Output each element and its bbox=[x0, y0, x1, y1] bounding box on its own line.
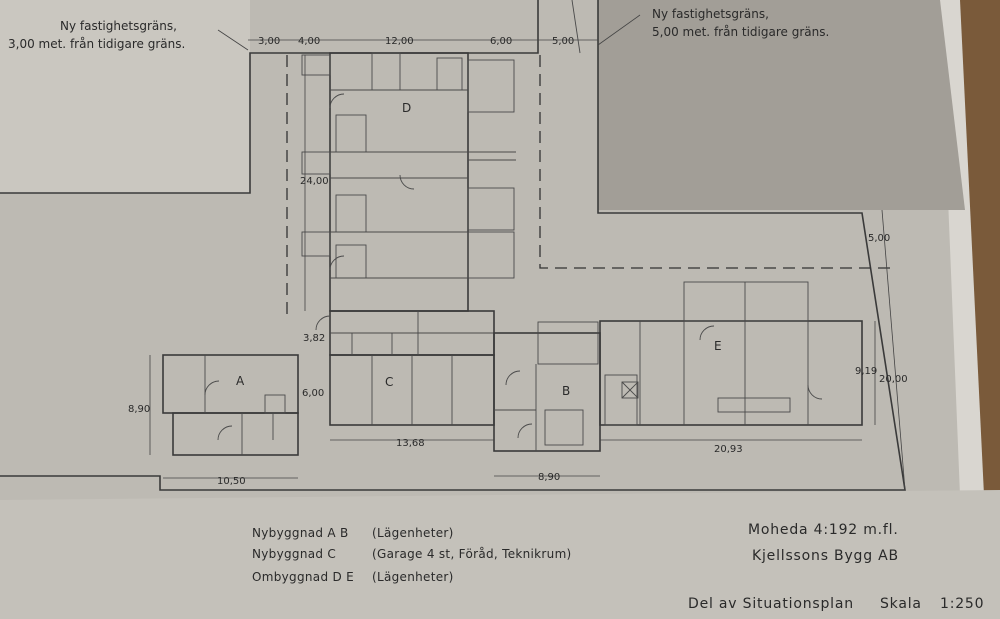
legend-line2-desc: (Garage 4 st, Föråd, Teknikrum) bbox=[372, 547, 572, 561]
new-boundary-right bbox=[539, 55, 890, 269]
dim-top-12: 12,00 bbox=[385, 36, 414, 47]
dim-top-3: 3,00 bbox=[258, 36, 280, 47]
building-e-label: E bbox=[714, 339, 722, 353]
boundary-note-left-leader bbox=[217, 29, 249, 51]
upper-right-plot-edge bbox=[571, 0, 581, 54]
dim-c-width: 13,68 bbox=[396, 438, 425, 449]
building-e bbox=[599, 281, 863, 426]
boundary-note-right-line2: 5,00 met. från tidigare gräns. bbox=[652, 25, 829, 39]
dim-a-depth: 8,90 bbox=[128, 404, 150, 415]
boundary-note-left-line2: 3,00 met. från tidigare gräns. bbox=[8, 37, 185, 51]
dim-c-depth: 6,00 bbox=[302, 388, 324, 399]
dim-e-width: 20,93 bbox=[714, 444, 743, 455]
legend-line3-desc: (Lägenheter) bbox=[372, 570, 454, 584]
dimension-right-total bbox=[881, 209, 906, 491]
legend-line1-code: Nybyggnad A B bbox=[252, 526, 349, 540]
building-a bbox=[162, 354, 299, 456]
dim-top-6: 6,00 bbox=[490, 36, 512, 47]
dim-right-20: 20,00 bbox=[879, 374, 908, 385]
dim-top-4: 4,00 bbox=[298, 36, 320, 47]
building-a-label: A bbox=[236, 374, 245, 388]
legend-line2-code: Nybyggnad C bbox=[252, 547, 336, 561]
scale-value: 1:250 bbox=[940, 596, 984, 612]
company-name: Kjellssons Bygg AB bbox=[752, 548, 899, 564]
legend-line3-code: Ombyggnad D E bbox=[252, 570, 354, 584]
dim-top-5: 5,00 bbox=[552, 36, 574, 47]
lower-strip bbox=[0, 490, 1000, 619]
dim-b-width: 8,90 bbox=[538, 472, 560, 483]
scale-label: Skala bbox=[880, 596, 922, 612]
sheet-title: Del av Situationsplan bbox=[688, 596, 854, 612]
dim-c-gap: 3,82 bbox=[303, 333, 325, 344]
boundary-note-left-line1: Ny fastighetsgräns, bbox=[60, 19, 177, 33]
building-b-label: B bbox=[562, 384, 570, 398]
building-c-label: C bbox=[385, 375, 393, 389]
neighbour-plot-top-right bbox=[598, 0, 965, 210]
dim-a-width: 10,50 bbox=[217, 476, 246, 487]
boundary-note-right-line1: Ny fastighetsgräns, bbox=[652, 7, 769, 21]
building-d bbox=[301, 52, 516, 312]
dim-e-depth: 9,19 bbox=[855, 366, 877, 377]
legend-line1-desc: (Lägenheter) bbox=[372, 526, 454, 540]
neighbour-plot-top-left bbox=[0, 0, 250, 193]
dim-right-5: 5,00 bbox=[868, 233, 890, 244]
building-d-label: D bbox=[402, 101, 411, 115]
boundary-note-right-leader bbox=[597, 14, 641, 46]
dim-d-depth: 24,00 bbox=[300, 176, 329, 187]
project-name: Moheda 4:192 m.fl. bbox=[748, 522, 899, 538]
